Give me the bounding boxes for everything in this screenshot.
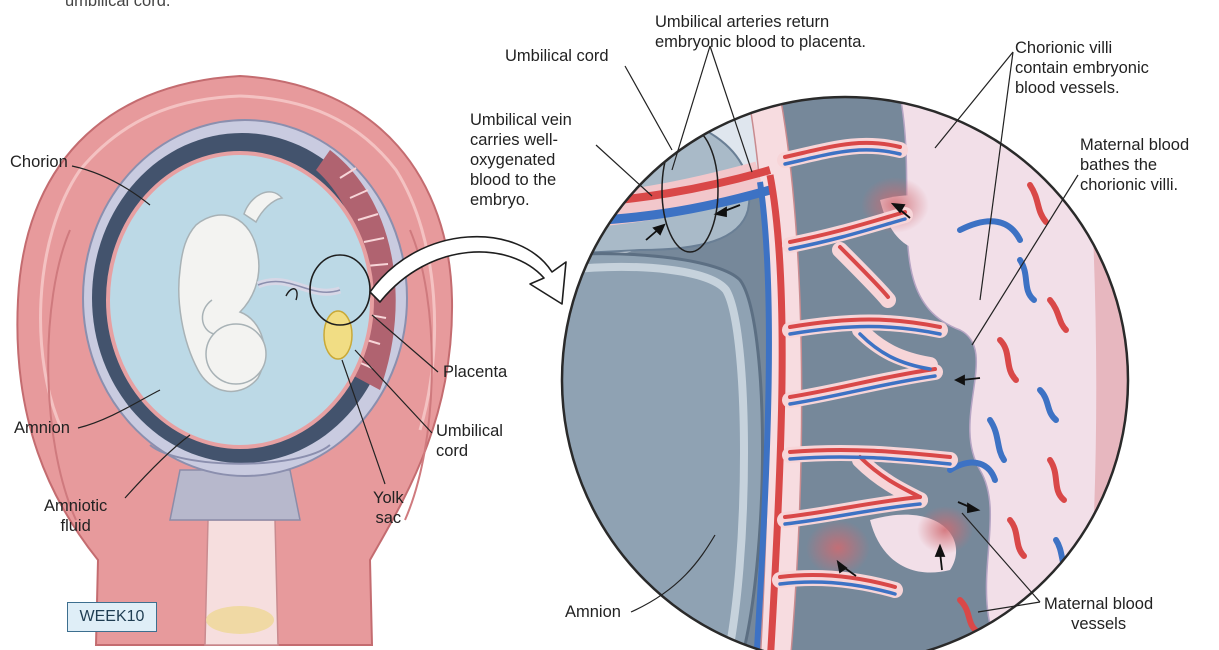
label-umbilical-arteries: Umbilical arteries return embryonic bloo… (655, 12, 866, 52)
label-umbilical-vein: Umbilical vein carries well- oxygenated … (470, 110, 572, 210)
week-badge: WEEK10 (67, 602, 157, 632)
label-placenta: Placenta (443, 362, 507, 382)
label-maternal-blood: Maternal blood bathes the chorionic vill… (1080, 135, 1189, 195)
label-amnion-right: Amnion (565, 602, 621, 622)
label-yolk-sac: Yolk sac (373, 488, 404, 528)
label-chorion: Chorion (10, 152, 68, 172)
label-umbilical-cord-right: Umbilical cord (505, 46, 609, 66)
top-cut-caption: umbilical cord. (65, 0, 170, 11)
label-amnion-left: Amnion (14, 418, 70, 438)
label-amniotic-fluid: Amniotic fluid (44, 496, 107, 536)
label-maternal-vessels: Maternal blood vessels (1044, 594, 1153, 634)
uterus-illustration (17, 76, 452, 645)
label-chorionic-villi: Chorionic villi contain embryonic blood … (1015, 38, 1149, 98)
yolk-sac (324, 311, 352, 359)
label-umbilical-cord-left: Umbilical cord (436, 421, 503, 461)
